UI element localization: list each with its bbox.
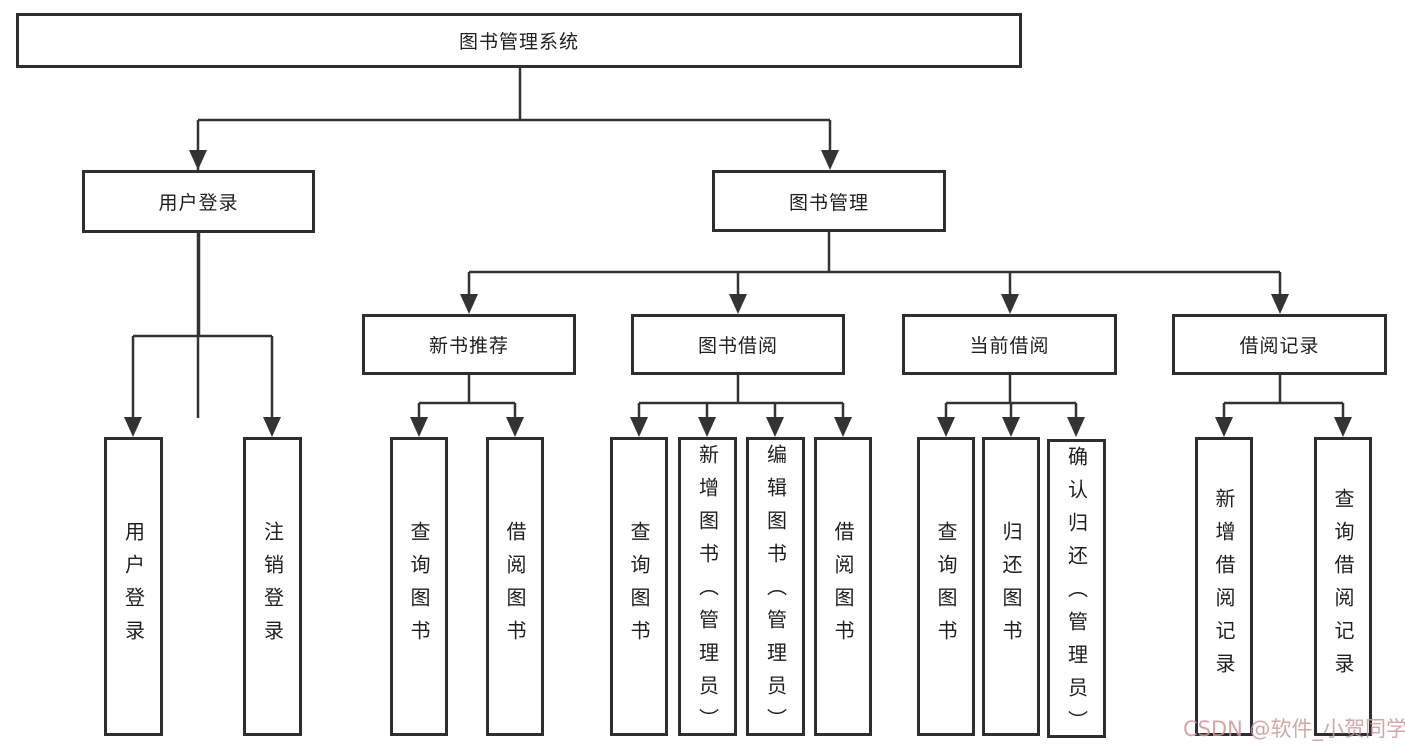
leaf-borrow-books: 借阅图书 [814,437,872,736]
connector-borrow-to-leaves [630,375,852,437]
connector-userlogin-to-leaves [124,233,281,437]
connector-bookmgmt-to-level3 [460,232,1289,314]
leaf-label: 新增借阅记录 [1212,487,1236,686]
leaf-label: 编辑图书（管理员） [763,444,788,741]
connector-current-to-leaves [937,375,1085,437]
leaf-query-borrow-record: 查询借阅记录 [1314,437,1372,736]
node-library-management-system: 图书管理系统 [16,13,1022,68]
leaf-label: 新增图书（管理员） [695,444,720,741]
leaf-label: 用户登录 [121,520,146,653]
node-book-management: 图书管理 [712,170,946,232]
leaf-user-login: 用户登录 [104,437,163,736]
leaf-label: 查询借阅记录 [1331,487,1355,686]
leaf-borrow-books-recommend: 借阅图书 [486,437,544,736]
node-current-borrow: 当前借阅 [902,314,1117,375]
connector-newbook-to-leaves [410,375,524,437]
node-book-borrow: 图书借阅 [631,314,845,375]
node-new-book-recommend: 新书推荐 [362,314,576,375]
leaf-query-books-recommend: 查询图书 [390,437,448,736]
connector-root-to-level2 [189,68,839,418]
leaf-edit-book-admin: 编辑图书（管理员） [746,437,805,741]
leaf-label: 借阅图书 [503,520,527,653]
leaf-query-books-current: 查询图书 [917,437,975,736]
leaf-query-books-borrow: 查询图书 [610,437,668,736]
leaf-label: 归还图书 [999,520,1023,653]
connector-records-to-leaves [1215,375,1352,437]
leaf-return-book: 归还图书 [982,437,1040,736]
node-user-login: 用户登录 [82,170,315,233]
leaf-label: 查询图书 [627,520,651,653]
watermark: CSDN @软件_小贺同学 [1183,717,1405,741]
leaf-label: 借阅图书 [831,520,855,653]
leaf-add-book-admin: 新增图书（管理员） [678,437,737,741]
leaf-confirm-return-admin: 确认归还（管理员） [1047,439,1106,743]
node-borrow-records: 借阅记录 [1172,314,1387,375]
leaf-label: 确认归还（管理员） [1064,446,1089,743]
leaf-label: 查询图书 [934,520,958,653]
leaf-label: 查询图书 [407,520,431,653]
leaf-add-borrow-record: 新增借阅记录 [1195,437,1253,736]
leaf-label: 注销登录 [260,520,285,653]
leaf-logout: 注销登录 [243,437,302,736]
